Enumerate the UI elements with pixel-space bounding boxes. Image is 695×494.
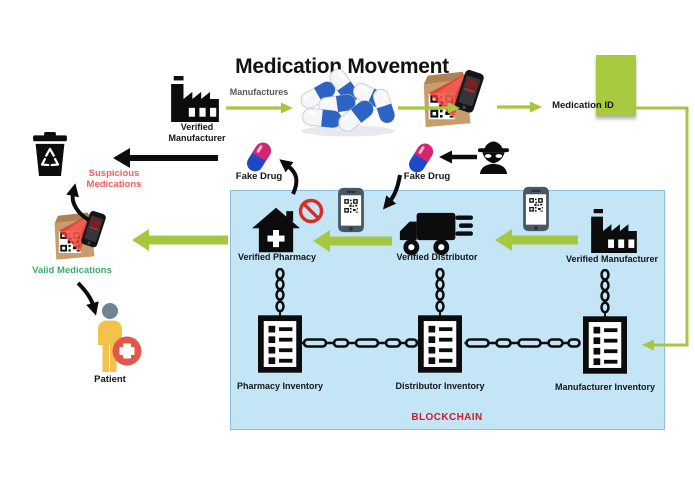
recycle-bin-icon xyxy=(31,132,69,176)
smartphone-qr-right-icon xyxy=(523,187,549,231)
verified-pharmacy-label: Verified Pharmacy xyxy=(237,252,317,262)
arrow-suspicious-to-bin xyxy=(66,183,91,222)
valid-package-qr-scan-icon xyxy=(55,210,107,260)
fake-drug-left-label: Fake Drug xyxy=(235,171,283,182)
no-entry-icon xyxy=(298,198,324,224)
medication-id-card xyxy=(596,55,636,116)
package-qr-scan-icon xyxy=(424,69,485,127)
verified-manufacturer-box-label: Verified Manufacturer xyxy=(565,254,659,264)
valid-medications-label: Valid Medications xyxy=(32,265,112,276)
inventory-list-icon xyxy=(261,318,299,370)
factory-in-box-icon xyxy=(591,209,637,253)
fake-drug-capsule-left-icon xyxy=(243,139,275,175)
capsule-pills-icon xyxy=(297,65,397,137)
inventory-list-icon xyxy=(421,318,459,370)
arrow-valid-to-patient xyxy=(76,281,99,316)
arrow-reject-fake-drug xyxy=(279,159,299,195)
fake-drug-capsule-right-icon xyxy=(405,140,437,176)
delivery-truck-icon xyxy=(399,212,473,256)
pharmacy-house-icon xyxy=(252,207,300,253)
pharmacy-inventory-label: Pharmacy Inventory xyxy=(236,381,324,391)
counterfeiter-spy-icon xyxy=(477,141,510,174)
blockchain-caption: BLOCKCHAIN xyxy=(411,412,483,423)
medication-id-label: Medication ID xyxy=(552,100,614,111)
page-title: Medication Movement xyxy=(235,55,449,78)
arrow-id-to-ledger xyxy=(613,106,689,351)
arrow-fake-drug-into-box xyxy=(382,174,402,210)
inventory-list-icon xyxy=(586,319,624,371)
chain-horizontal-right xyxy=(463,338,582,348)
suspicious-medications-label: Suspicious Medications xyxy=(86,168,142,190)
chain-vertical-distributor xyxy=(435,268,445,316)
patient-label: Patient xyxy=(94,374,126,385)
verified-manufacturer-top-label: Verified Manufacturer xyxy=(168,122,226,143)
verified-distributor-label: Verified Distributor xyxy=(396,252,478,262)
fake-drug-right-label: Fake Drug xyxy=(403,171,451,182)
manufacturer-inventory-label: Manufacturer Inventory xyxy=(554,382,656,392)
factory-icon xyxy=(171,76,219,122)
patient-person-icon xyxy=(98,303,142,372)
smartphone-qr-left-icon xyxy=(338,188,364,232)
chain-vertical-pharmacy xyxy=(275,268,285,316)
manufactures-label: Manufactures xyxy=(229,87,289,97)
distributor-inventory-label: Distributor Inventory xyxy=(395,381,485,391)
chain-vertical-manufacturer xyxy=(600,269,610,317)
chain-horizontal-left xyxy=(302,338,418,348)
